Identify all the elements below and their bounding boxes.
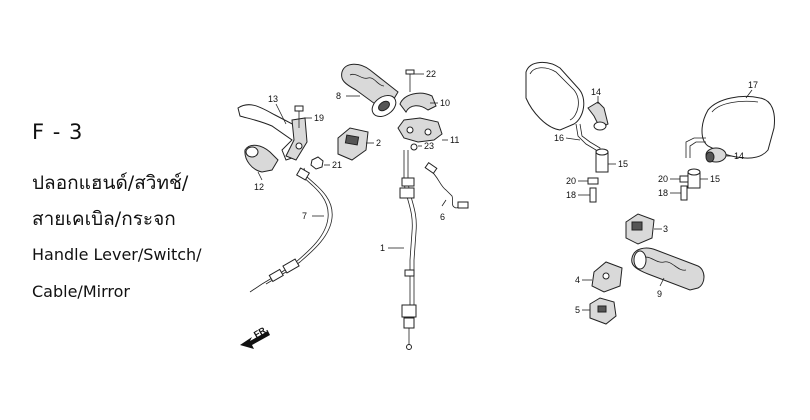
lever-bolt (294, 105, 304, 128)
callout-8: 8 (336, 91, 341, 101)
callout-11: 11 (450, 135, 459, 145)
screw-22 (405, 69, 415, 92)
callout-10: 10 (440, 98, 450, 108)
callout-3: 3 (663, 224, 668, 234)
callout-17: 17 (748, 80, 758, 90)
left-mirror-adjuster (587, 101, 609, 131)
callout-19: 19 (314, 113, 324, 123)
screw-23 (410, 143, 418, 151)
right-switch-lower (589, 297, 617, 325)
callout-20-left: 20 (566, 176, 576, 186)
switch-wire (424, 161, 469, 209)
leader-lines (257, 73, 753, 311)
callout-7: 7 (302, 211, 307, 221)
nut (310, 156, 324, 170)
callout-23: 23 (424, 141, 434, 151)
left-mirror (525, 62, 601, 160)
right-grip (631, 247, 705, 291)
front-arrow: FR. (240, 324, 270, 349)
callout-15-left: 15 (618, 159, 628, 169)
throttle-housing-upper (399, 92, 437, 113)
diagram-code: F - 3 (32, 120, 84, 144)
callout-22: 22 (426, 69, 436, 79)
callout-6: 6 (440, 212, 445, 222)
right-switch-housing (591, 261, 623, 293)
callout-labels: 1 2 3 4 5 6 7 8 9 10 11 12 13 14 14 15 1… (254, 69, 758, 315)
callout-5: 5 (575, 305, 580, 315)
right-mirror-nut-bolt (679, 175, 689, 201)
callout-18-left: 18 (566, 190, 576, 200)
front-label: FR. (252, 324, 270, 340)
callout-9: 9 (657, 289, 662, 299)
title-thai-line2: สายเคเบิล/กระจก (32, 208, 176, 230)
right-mirror-cover (687, 168, 701, 189)
callout-2: 2 (376, 138, 381, 148)
left-grip (341, 63, 399, 117)
right-mirror-adjuster (705, 147, 727, 163)
callout-15-right: 15 (710, 174, 720, 184)
callout-20-right: 20 (658, 174, 668, 184)
callout-4: 4 (575, 275, 580, 285)
left-switch (337, 127, 369, 161)
callout-12: 12 (254, 182, 264, 192)
callout-1: 1 (380, 243, 385, 253)
throttle-housing-lower (397, 117, 443, 143)
right-mirror (685, 96, 775, 159)
callout-18-right: 18 (658, 188, 668, 198)
callout-13: 13 (268, 94, 278, 104)
left-lever-holder (244, 144, 279, 173)
callout-16: 16 (554, 133, 564, 143)
throttle-cable (399, 150, 417, 350)
callout-14-right: 14 (734, 151, 744, 161)
title-english-line1: Handle Lever/Switch/ (32, 245, 202, 264)
left-mirror-cover (595, 148, 609, 173)
clutch-cable (249, 167, 333, 293)
title-thai-line1: ปลอกแฮนด์/สวิทช์/ (32, 172, 189, 194)
callout-14-left: 14 (591, 87, 601, 97)
title-english-line2: Cable/Mirror (32, 282, 130, 301)
callout-21: 21 (332, 160, 342, 170)
right-switch (625, 213, 655, 245)
left-mirror-nut-bolt (587, 177, 599, 203)
